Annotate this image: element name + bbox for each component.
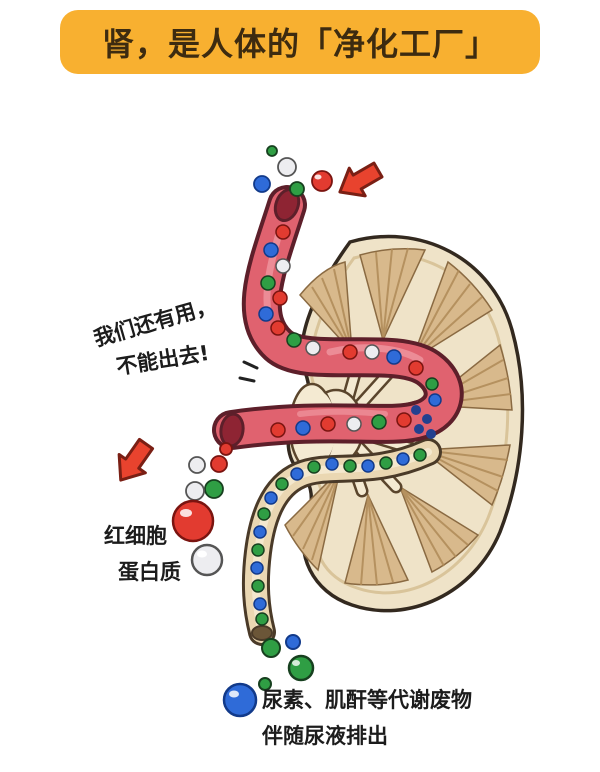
green-particle	[289, 181, 305, 197]
waste-ball-green	[261, 638, 281, 658]
cells-kept-in-blood	[171, 442, 233, 577]
waste-exiting-bottom	[222, 634, 315, 718]
dots-near-hilum	[411, 405, 436, 439]
green-particle	[266, 145, 278, 157]
waste-ball-green-large	[287, 654, 315, 682]
ureter-tube	[241, 438, 442, 646]
waste-particles-in-ureter	[250, 448, 427, 626]
waste-caption-line1: 尿素、肌酐等代谢废物	[262, 688, 472, 712]
red-blood-cell-large	[171, 499, 215, 543]
waste-ball-blue	[285, 634, 301, 650]
cells-entering-top	[253, 145, 333, 197]
waste-caption-line2: 伴随尿液排出	[262, 724, 388, 748]
blue-particle	[253, 175, 271, 193]
title-banner: 肾，是人体的「净化工厂」	[60, 10, 540, 74]
protein-label: 蛋白质	[118, 560, 181, 584]
page-title: 肾，是人体的「净化工厂」	[101, 25, 498, 63]
renal-pyramids	[284, 248, 513, 586]
cells-in-artery	[258, 224, 442, 438]
speech-emphasis-lines	[238, 360, 259, 383]
renal-artery	[212, 185, 464, 450]
waste-ball-green	[258, 677, 272, 691]
arrow-icon-left	[117, 437, 155, 482]
protein-ball	[190, 543, 224, 577]
urea-ball-blue-large	[222, 682, 258, 718]
white-cell	[277, 157, 297, 177]
red-blood-cell-label: 红细胞	[104, 524, 167, 548]
arrow-icon-top	[338, 161, 384, 198]
ureter-opening	[251, 625, 273, 641]
red-blood-cell	[311, 170, 333, 192]
